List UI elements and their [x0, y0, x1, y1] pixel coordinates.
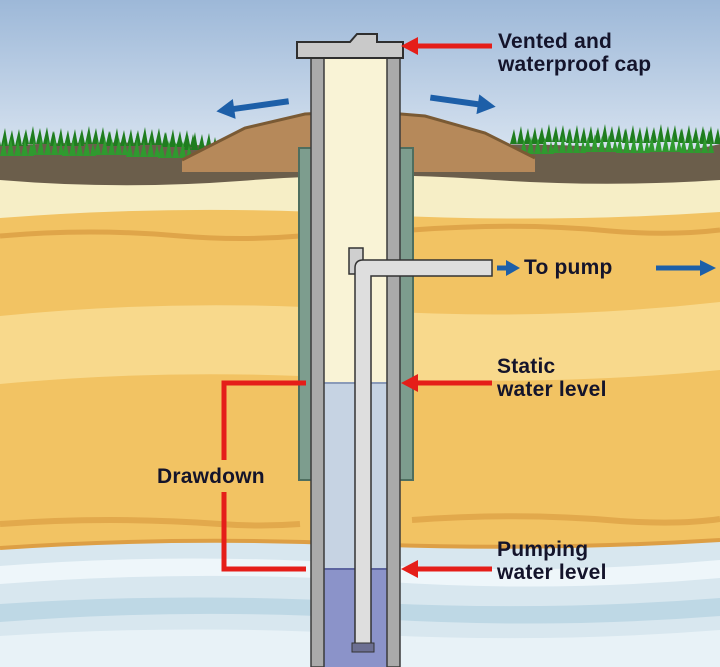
cap-label-line2: waterproof cap	[498, 53, 652, 76]
pipe-intake	[351, 642, 375, 653]
static-level-arrow-icon	[401, 374, 492, 392]
flow-arrow-right-icon	[429, 94, 496, 115]
to-pump-arrow-right-icon	[656, 260, 716, 276]
pumping-level-arrow-icon	[401, 560, 492, 578]
to-pump-label: To pump	[524, 256, 613, 279]
flow-arrow-left-icon	[216, 98, 290, 119]
sand-streak	[411, 223, 720, 236]
drawdown-bracket-bottom	[221, 492, 306, 572]
to-pump-arrow-left-icon	[497, 260, 520, 276]
well-casing-left	[310, 55, 325, 667]
static-level-label: Static water level	[497, 355, 607, 401]
cap-label-line1: Vented and	[498, 30, 613, 53]
drop-pipe	[354, 259, 493, 647]
cap-label: Vented and waterproof cap	[498, 30, 651, 76]
well-casing-right	[386, 55, 401, 667]
pumping-label-line1: Pumping	[497, 538, 589, 561]
sand-streak	[411, 513, 720, 526]
cap-arrow-icon	[401, 37, 492, 55]
static-label-line2: water level	[497, 378, 607, 401]
pumping-label-line2: water level	[497, 561, 607, 584]
drawdown-label: Drawdown	[157, 465, 265, 488]
drawdown-bracket-top	[221, 380, 306, 460]
sand-streak	[0, 229, 301, 241]
sand-streak	[0, 517, 301, 529]
well-cap	[296, 33, 404, 59]
static-label-line1: Static	[497, 355, 556, 378]
pumping-level-label: Pumping water level	[497, 538, 607, 584]
